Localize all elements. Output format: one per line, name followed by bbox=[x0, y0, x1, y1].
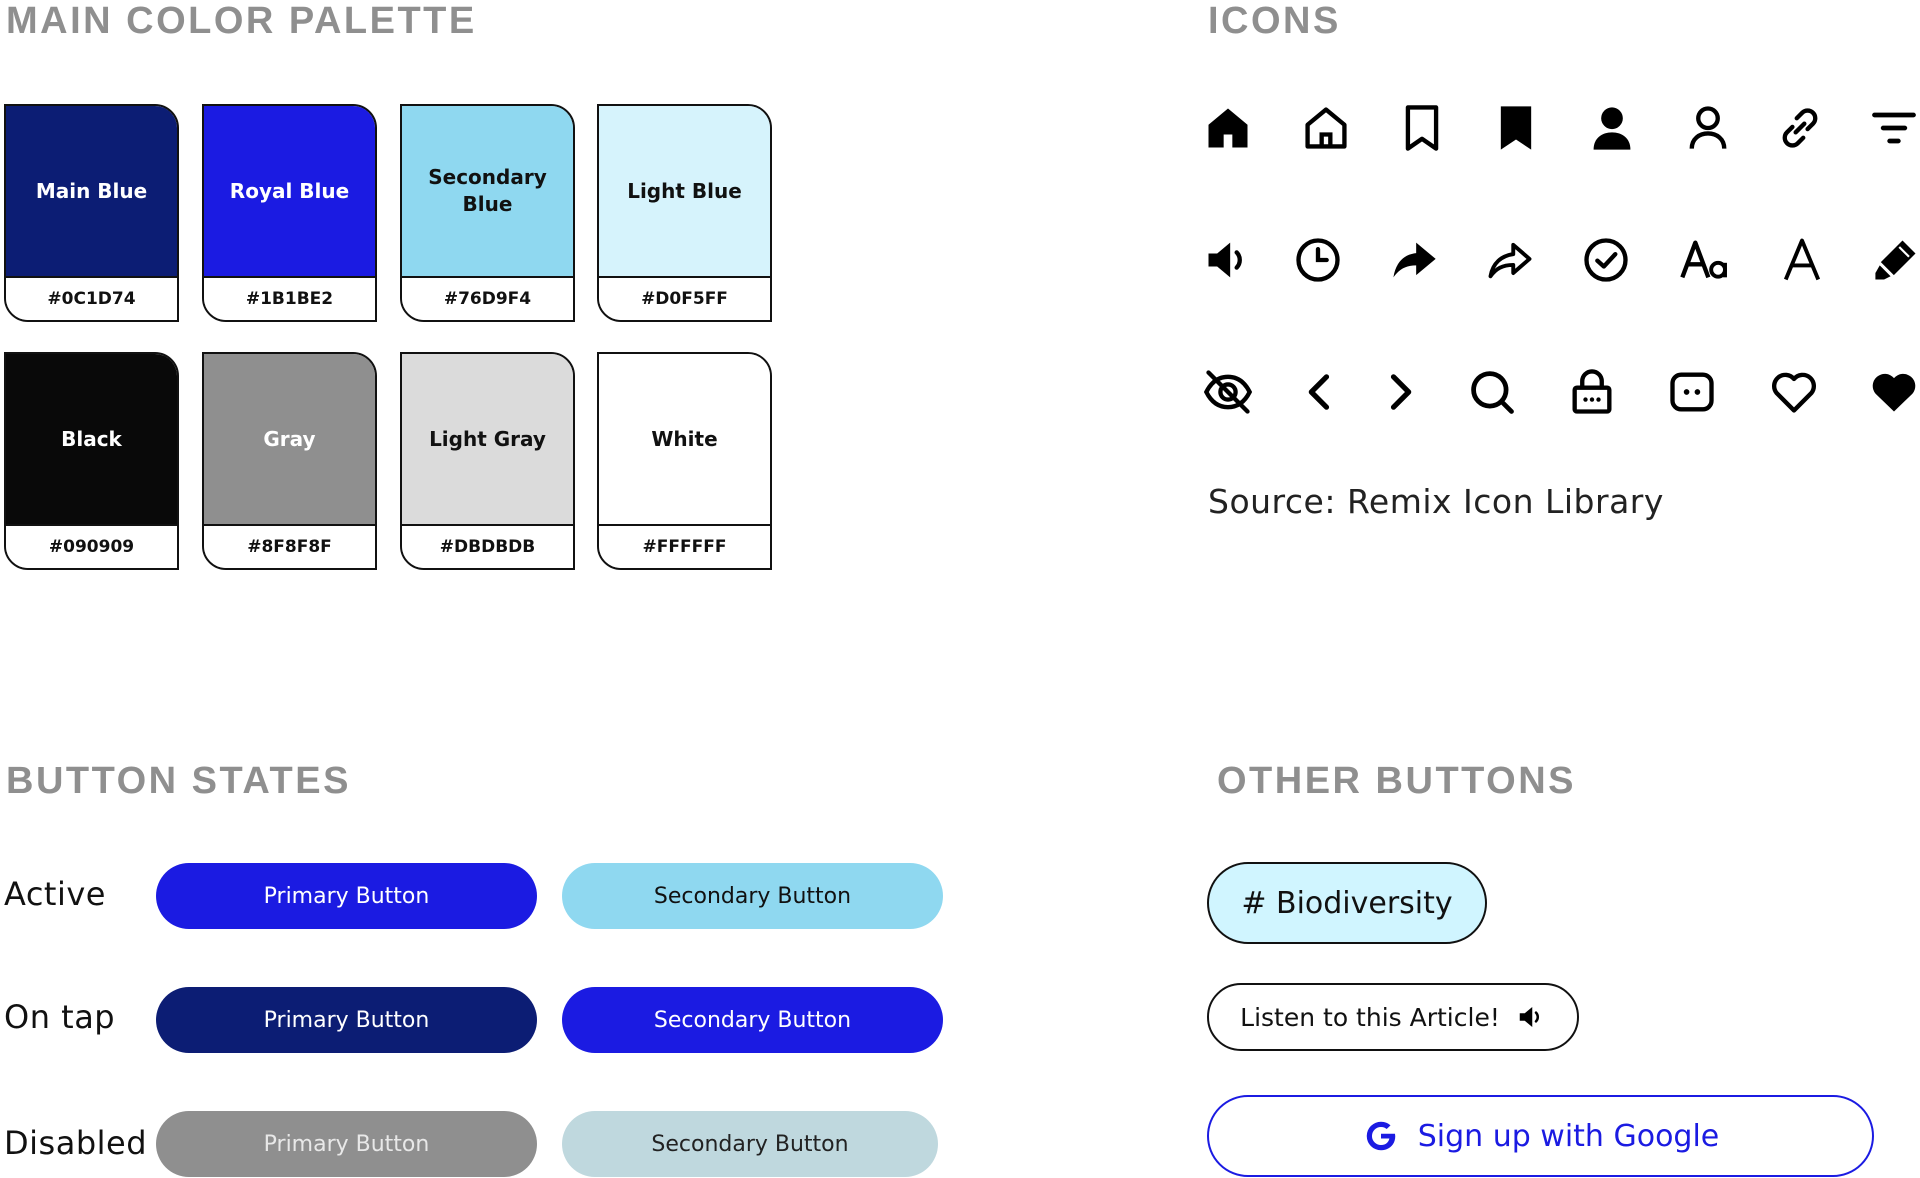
arrow-left-icon[interactable] bbox=[1294, 366, 1346, 418]
swatch-hex: #76D9F4 bbox=[402, 276, 573, 320]
listen-label: Listen to this Article! bbox=[1240, 1002, 1500, 1032]
button-states-title: BUTTON STATES bbox=[6, 760, 351, 802]
filter-icon bbox=[1868, 102, 1920, 154]
swatch-color: Black bbox=[6, 354, 177, 524]
swatch-hex: #090909 bbox=[6, 524, 177, 568]
swatch-color: Light Gray bbox=[402, 354, 573, 524]
primary-button-disabled: Primary Button bbox=[156, 1111, 537, 1177]
swatch-color: Royal Blue bbox=[204, 106, 375, 276]
swatch-gray: Gray #8F8F8F bbox=[202, 352, 377, 570]
swatch-hex: #D0F5FF bbox=[599, 276, 770, 320]
check-circle-icon bbox=[1580, 234, 1632, 286]
home-fill-icon bbox=[1202, 102, 1254, 154]
volume-icon bbox=[1202, 234, 1254, 286]
primary-button-on-tap[interactable]: Primary Button bbox=[156, 987, 537, 1053]
marker-pen-icon bbox=[1870, 234, 1920, 286]
hashtag-chip-button[interactable]: # Biodiversity bbox=[1207, 862, 1487, 944]
swatch-hex: #DBDBDB bbox=[402, 524, 573, 568]
state-label-on-tap: On tap bbox=[4, 998, 116, 1036]
icons-title: ICONS bbox=[1208, 0, 1341, 42]
heart-fill-icon bbox=[1868, 366, 1920, 418]
search-icon bbox=[1466, 366, 1518, 418]
bookmark-fill-icon bbox=[1490, 102, 1542, 154]
secondary-button-disabled: Secondary Button bbox=[562, 1111, 938, 1177]
text-icon bbox=[1776, 234, 1828, 286]
user-fill-icon bbox=[1586, 102, 1638, 154]
eye-off-icon bbox=[1202, 366, 1254, 418]
swatch-color: Secondary Blue bbox=[402, 106, 573, 276]
bookmark-line-icon bbox=[1396, 102, 1448, 154]
swatch-color: Gray bbox=[204, 354, 375, 524]
swatch-hex: #0C1D74 bbox=[6, 276, 177, 320]
home-line-icon bbox=[1300, 102, 1352, 154]
google-signup-button[interactable]: Sign up with Google bbox=[1207, 1095, 1874, 1177]
clock-icon bbox=[1292, 234, 1344, 286]
swatch-light-blue: Light Blue #D0F5FF bbox=[597, 104, 772, 322]
swatch-hex: #FFFFFF bbox=[599, 524, 770, 568]
hashtag-label: # Biodiversity bbox=[1241, 885, 1453, 921]
swatch-hex: #1B1BE2 bbox=[204, 276, 375, 320]
swatch-hex: #8F8F8F bbox=[204, 524, 375, 568]
volume-icon bbox=[1516, 1002, 1546, 1032]
share-forward-line-icon bbox=[1484, 234, 1536, 286]
arrow-right-icon[interactable] bbox=[1374, 366, 1426, 418]
swatch-secondary-blue: Secondary Blue #76D9F4 bbox=[400, 104, 575, 322]
user-line-icon bbox=[1682, 102, 1734, 154]
primary-button-active[interactable]: Primary Button bbox=[156, 863, 537, 929]
swatch-white: White #FFFFFF bbox=[597, 352, 772, 570]
state-label-active: Active bbox=[4, 875, 106, 913]
secondary-button-active[interactable]: Secondary Button bbox=[562, 863, 943, 929]
palette-title: MAIN COLOR PALETTE bbox=[6, 0, 477, 42]
swatch-main-blue: Main Blue #0C1D74 bbox=[4, 104, 179, 322]
link-icon bbox=[1774, 102, 1826, 154]
state-label-disabled: Disabled bbox=[4, 1124, 148, 1162]
heart-line-icon bbox=[1768, 366, 1820, 418]
swatch-color: Main Blue bbox=[6, 106, 177, 276]
swatch-royal-blue: Royal Blue #1B1BE2 bbox=[202, 104, 377, 322]
swatch-black: Black #090909 bbox=[4, 352, 179, 570]
chat-icon bbox=[1666, 366, 1718, 418]
font-size-icon bbox=[1678, 234, 1730, 286]
icon-source-note: Source: Remix Icon Library bbox=[1208, 482, 1664, 521]
share-forward-fill-icon bbox=[1388, 234, 1440, 286]
swatch-color: White bbox=[599, 354, 770, 524]
google-icon bbox=[1362, 1117, 1400, 1155]
listen-article-button[interactable]: Listen to this Article! bbox=[1207, 983, 1579, 1051]
google-signup-label: Sign up with Google bbox=[1417, 1118, 1720, 1154]
other-buttons-title: OTHER BUTTONS bbox=[1217, 760, 1577, 802]
swatch-light-gray: Light Gray #DBDBDB bbox=[400, 352, 575, 570]
secondary-button-on-tap[interactable]: Secondary Button bbox=[562, 987, 943, 1053]
lock-icon bbox=[1566, 366, 1618, 418]
swatch-color: Light Blue bbox=[599, 106, 770, 276]
